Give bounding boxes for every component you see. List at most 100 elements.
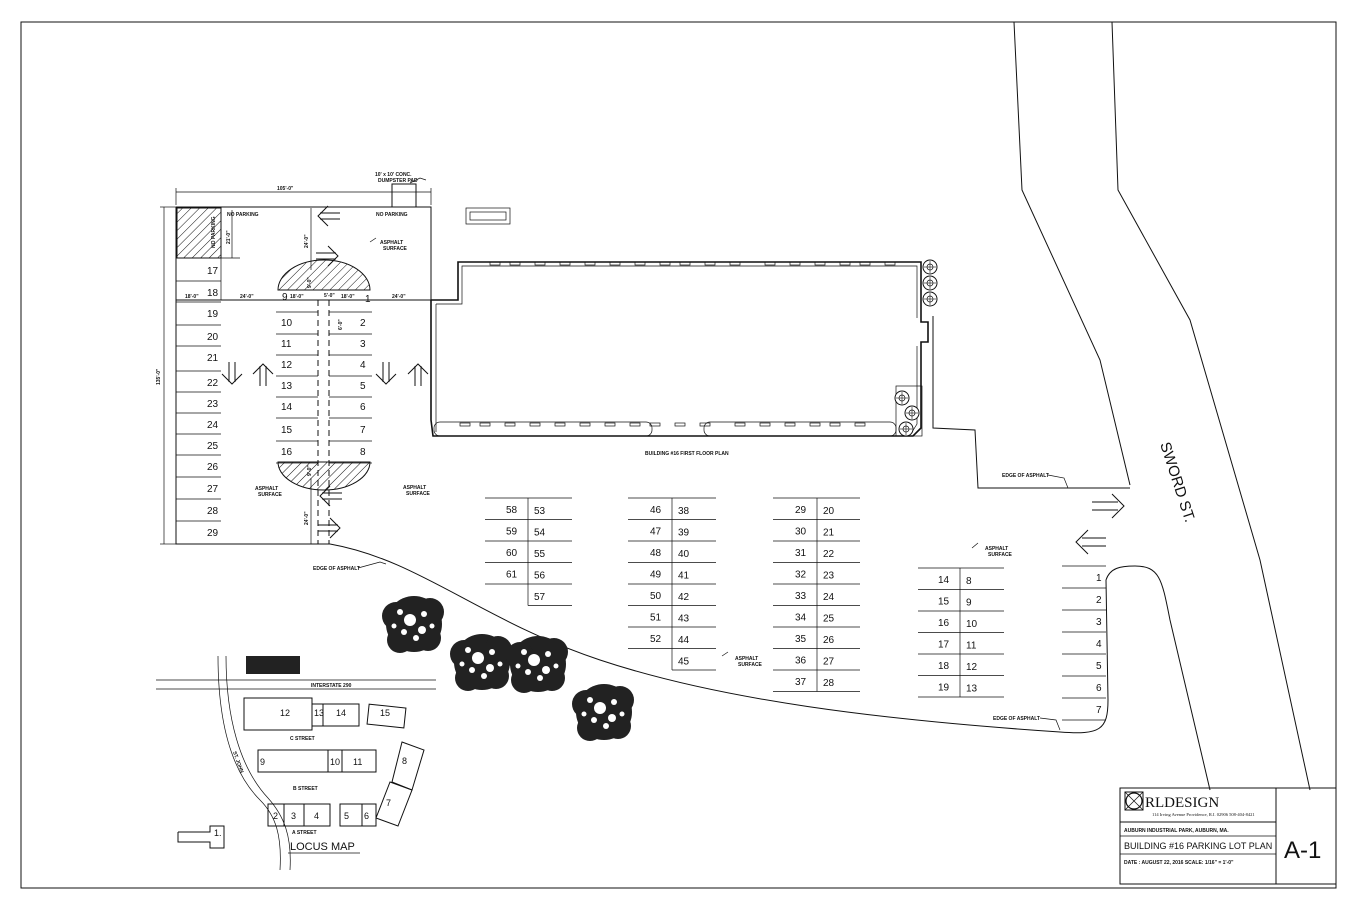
stall-number: 19: [207, 309, 219, 320]
title-block: RLDESIGN 114 Irving Avenue Providence, R…: [1119, 787, 1337, 885]
stall-number: 5: [1096, 661, 1102, 672]
locus-lot-number: 11: [353, 757, 362, 767]
stall-number: 33: [795, 591, 807, 602]
asphalt-label-1a: ASPHALT: [380, 240, 403, 246]
window: [609, 261, 621, 266]
locus-map: INTERSTATE 290 ST. JOHN C STREET B STREE…: [156, 655, 436, 871]
stall-number: 5: [360, 381, 366, 392]
stall-number: 31: [795, 548, 807, 559]
stall-number: 20: [823, 506, 835, 517]
stall-number: 24: [823, 592, 835, 603]
stall-number: 61: [506, 569, 518, 580]
stall-number: 48: [650, 548, 662, 559]
stall-number: 32: [795, 569, 807, 580]
asphalt-label-3b: SURFACE: [406, 491, 431, 497]
stall-number: 25: [823, 613, 835, 624]
stall-number: 18: [207, 288, 219, 299]
stall-number: 29: [207, 528, 219, 539]
dumpster-label-2: DUMPSTER PAD: [378, 178, 418, 184]
locus-lot-number: 8: [402, 756, 407, 766]
stall-number: 36: [795, 655, 807, 666]
stall-number: 1: [1096, 573, 1102, 584]
locus-lot-number: 4: [314, 811, 319, 821]
sheet-border: [20, 21, 1337, 889]
edge-of-asphalt: [329, 543, 1211, 791]
stall-number: 7: [1096, 705, 1102, 716]
asphalt-label-2b: SURFACE: [258, 492, 283, 498]
stall-number: 14: [938, 575, 950, 586]
dim-6: 6'-0": [338, 319, 344, 330]
locus-lot-number: 10: [330, 757, 340, 767]
stall-number: 20: [207, 332, 219, 343]
tree-icon: [506, 636, 568, 693]
window: [659, 261, 671, 266]
stall-number: 30: [795, 526, 807, 537]
stall-number: 27: [207, 484, 219, 495]
window: [584, 261, 596, 266]
stall-number: 51: [650, 612, 662, 623]
stall-number: 49: [650, 569, 662, 580]
stall-number: 12: [281, 360, 293, 371]
stall-number: 10: [966, 619, 978, 630]
street-name: SWORD ST.: [1156, 440, 1198, 525]
stall-number: 35: [795, 634, 807, 645]
stall-number: 21: [823, 527, 835, 538]
locus-lot-number: 6: [364, 811, 369, 821]
locus-b-street: B STREET: [293, 786, 318, 792]
window: [859, 261, 871, 266]
stall-number: 19: [938, 682, 950, 693]
dim-strip-21: 21'-0": [226, 230, 232, 244]
no-parking-left: NO PARKING: [227, 212, 259, 218]
no-parking-right: NO PARKING: [376, 212, 408, 218]
window: [699, 422, 711, 427]
stall-number: 40: [678, 549, 690, 560]
window: [459, 422, 471, 427]
stall-number: 26: [207, 462, 219, 473]
locus-lot-number: 5: [344, 811, 349, 821]
window: [479, 422, 491, 427]
island-hatch-top: [277, 259, 371, 291]
asphalt-label-5b: SURFACE: [988, 552, 1013, 558]
dim-overall-depth: 135'-0": [156, 368, 162, 385]
dim-18-right: 18'-0": [341, 294, 355, 300]
arrow-right-icon: [318, 517, 341, 539]
stall-number: 38: [678, 506, 690, 517]
stall-number: 42: [678, 592, 690, 603]
stall-number: 29: [795, 505, 807, 516]
window: [884, 261, 896, 266]
stall-number: 22: [207, 378, 219, 389]
stall-number: 7: [360, 425, 366, 436]
window: [554, 422, 566, 427]
dumpster-label-1: 10' x 10' CONC.: [375, 172, 412, 178]
stall-top-1: 1: [365, 294, 371, 305]
locus-building-dark: [246, 656, 300, 674]
stall-number: 47: [650, 526, 662, 537]
stall-number: 12: [966, 662, 978, 673]
window: [734, 422, 746, 427]
stall-number: 56: [534, 570, 546, 581]
locus-lot-number: 1.: [214, 828, 222, 838]
sheet-title: BUILDING #16 PARKING LOT PLAN: [1124, 841, 1272, 851]
window: [649, 422, 661, 427]
window: [529, 422, 541, 427]
tree-icon: [382, 596, 444, 653]
shrub-icon: [922, 291, 938, 307]
shrub-icon: [922, 275, 938, 291]
building-16: BUILDING #16 FIRST FLOOR PLAN: [430, 207, 938, 457]
edge-asphalt-label-2: EDGE OF ASPHALT: [1002, 473, 1049, 479]
arrow-up-icon: [252, 363, 274, 386]
stall-number: 41: [678, 570, 690, 581]
stall-number: 6: [360, 402, 366, 413]
sheet-number: A-1: [1284, 837, 1321, 864]
asphalt-label-2a: ASPHALT: [255, 486, 278, 492]
stall-number: 43: [678, 613, 690, 624]
dim-9-top: 9'-0": [307, 277, 313, 288]
locus-lot-number: 12: [280, 708, 290, 718]
stall-number: 50: [650, 591, 662, 602]
asphalt-label-5a: ASPHALT: [985, 546, 1008, 552]
window: [634, 261, 646, 266]
stall-number: 52: [650, 634, 662, 645]
stall-number: 15: [281, 425, 293, 436]
